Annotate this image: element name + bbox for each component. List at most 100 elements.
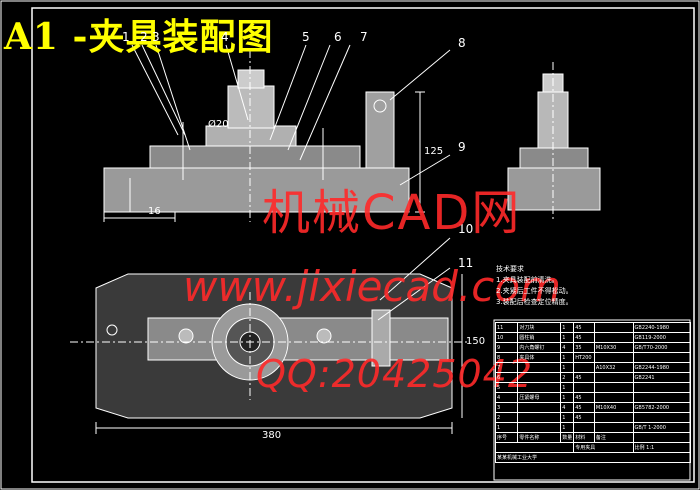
technical-notes: 技术要求 1.夹具装配前清洗。 2.夹紧后工件不得松动。 3.装配后检查定位精度… — [496, 264, 573, 308]
bom-cell: 11 — [494, 322, 519, 333]
bom-cell — [632, 382, 692, 393]
part-label-5: 5 — [302, 30, 310, 44]
inner-border — [31, 7, 695, 483]
notes-heading: 技术要求 — [496, 265, 524, 273]
bom-cell — [517, 372, 562, 383]
bom-row: 1 1 GB/T 1-2000 — [494, 422, 692, 433]
title-block-cell: 比例 1:1 — [632, 442, 692, 453]
top-view — [70, 273, 470, 434]
bom-cell: GB2241 — [632, 372, 692, 383]
bom-cell: 1 — [560, 332, 575, 343]
bom-cell: GB2240-1980 — [632, 322, 692, 333]
bom-cell — [517, 382, 562, 393]
bom-header-cell: 序号 — [494, 432, 519, 443]
part-label-9: 9 — [458, 140, 466, 154]
part-label-6: 6 — [334, 30, 342, 44]
bom-cell — [593, 322, 634, 333]
bom-cell: M10X30 — [593, 342, 634, 353]
bom-cell: 8 — [494, 352, 519, 363]
side-view — [507, 62, 601, 222]
bom-cell — [632, 412, 692, 423]
bom-cell: GB/T 1-2000 — [632, 422, 692, 433]
bom-cell: 6 — [494, 372, 519, 383]
front-view — [103, 50, 425, 222]
part-label-4: 4 — [221, 30, 229, 44]
bom-cell: 4 — [560, 342, 575, 353]
bom-cell: 45 — [573, 392, 595, 403]
bom-header-cell: 零件名称 — [517, 432, 562, 443]
bom-cell — [593, 392, 634, 403]
bom-header-cell: 材料 — [573, 432, 595, 443]
bom-cell — [593, 382, 634, 393]
bom-header-cell: 数量 — [560, 432, 575, 443]
title-block-row: 专用夹具 比例 1:1 — [494, 442, 692, 453]
bom-cell: 1 — [560, 352, 575, 363]
bom-header-cell: 备注 — [593, 432, 634, 443]
bom-cell: 1 — [560, 392, 575, 403]
bom-cell: 1 — [560, 362, 575, 373]
bom-cell: 7 — [494, 362, 519, 373]
bom-cell: 45 — [573, 332, 595, 343]
bom-cell: 1 — [560, 412, 575, 423]
bom-cell — [593, 412, 634, 423]
watermark-qq: QQ:20425042 — [256, 352, 534, 396]
bom-cell — [573, 382, 595, 393]
bom-cell — [593, 422, 634, 433]
dimension-125: 125 — [424, 146, 444, 157]
bom-cell: 内六角螺钉 — [517, 342, 562, 353]
bom-cell: 1 — [560, 422, 575, 433]
bom-cell: 2 — [494, 412, 519, 423]
title-block-cell — [494, 442, 575, 453]
bom-cell: 5 — [494, 382, 519, 393]
bom-header-cell — [632, 432, 692, 443]
bom-cell: 45 — [573, 412, 595, 423]
bom-cell: 1 — [560, 382, 575, 393]
bom-cell — [517, 412, 562, 423]
part-label-1: 1 — [122, 30, 130, 44]
scale-value: 1:1 — [646, 445, 655, 451]
notes-item: 3.装配后检查定位精度。 — [496, 298, 573, 306]
bom-cell — [573, 422, 595, 433]
bom-cell: 1 — [494, 422, 519, 433]
bom-cell: GB2244-1980 — [632, 362, 692, 373]
bom-cell — [517, 362, 562, 373]
bom-cell: 4 — [560, 402, 575, 413]
bom-cell — [593, 352, 634, 363]
school-name: 某某机械工业大学 — [495, 452, 691, 463]
bom-cell: 45 — [573, 322, 595, 333]
bom-cell: 圆柱销 — [517, 332, 562, 343]
leader-lines — [131, 44, 451, 321]
bom-cell: GB5782-2000 — [632, 402, 692, 413]
part-label-8: 8 — [458, 36, 466, 50]
title-block-row: 某某机械工业大学 — [495, 452, 691, 463]
bom-header-row: 序号 零件名称 数量 材料 备注 — [494, 432, 692, 443]
bom-cell: 对刀块 — [517, 322, 562, 333]
bom-cell: GB/T70-2000 — [632, 342, 692, 353]
bom-cell — [632, 392, 692, 403]
scale-label: 比例 — [634, 445, 645, 451]
bom-cell — [517, 402, 562, 413]
drawing-title: A1 -夹具装配图 — [4, 16, 274, 58]
notes-item: 2.夹紧后工件不得松动。 — [496, 287, 573, 295]
dimension-150: 150 — [466, 336, 486, 347]
bom-cell: 45 — [573, 402, 595, 413]
bom-cell: 10 — [494, 332, 519, 343]
part-label-2: 2 — [140, 30, 148, 44]
bom-cell: 35 — [573, 342, 595, 353]
bom-cell — [593, 372, 634, 383]
watermark-url: www.jixiecad.com — [183, 262, 561, 311]
bom-cell: GB119-2000 — [632, 332, 692, 343]
